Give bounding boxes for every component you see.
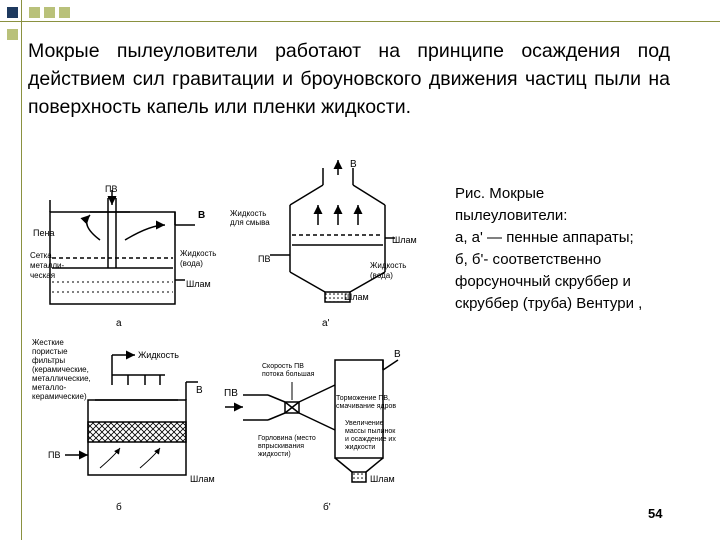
label-pv: ПВ — [224, 388, 238, 399]
corner-square-dark — [7, 7, 18, 18]
label-zhidkost-1: Жидкость — [180, 249, 216, 258]
diagram-b-labels: Жесткие пористые фильтры (керамические, … — [32, 338, 215, 513]
sublabel-b-prime: б' — [323, 501, 331, 513]
diagram-a — [49, 190, 195, 305]
label-gorlovina-1: Горловина (место — [258, 435, 316, 442]
diagram-b — [65, 350, 198, 476]
figure-caption: Рис. Мокрые пылеуловители: а, а' — пенны… — [455, 185, 643, 312]
label-shlam-bottom: Шлам — [344, 292, 369, 302]
diagram-a-prime-labels: В Жидкость для смыва Шлам ПВ Жидкость (в… — [230, 159, 417, 329]
label-uvelichenie-2: массы пылинок — [345, 428, 396, 435]
label-setka-2: металли- — [30, 261, 65, 270]
corner-square — [29, 7, 40, 18]
label-zhidkost-2: (вода) — [370, 271, 393, 280]
label-shlam: Шлам — [370, 474, 395, 484]
label-setka-3: ческая — [30, 271, 55, 280]
sublabel-a: а — [116, 318, 122, 329]
label-filters-3: фильтры — [32, 356, 65, 365]
label-shlam: Шлам — [186, 279, 211, 289]
label-v: В — [394, 349, 401, 360]
label-smyv-1: Жидкость — [230, 209, 266, 218]
label-zhidkost: Жидкость — [138, 350, 179, 360]
header-rule — [0, 21, 720, 22]
side-rule — [21, 0, 22, 540]
label-filters-1: Жесткие — [32, 338, 64, 347]
sublabel-b: б — [116, 501, 122, 513]
label-pv: ПВ — [48, 450, 60, 460]
label-v: В — [350, 159, 357, 170]
label-skorost-2: потока большая — [262, 370, 315, 378]
label-gorlovina-2: впрыскивания — [258, 443, 304, 450]
label-filters-7: керамические) — [32, 392, 87, 401]
label-tormozhenie-2: смачивание ядров — [336, 403, 396, 410]
label-setka-1: Сетка — [30, 251, 52, 260]
label-zhidkost-2: (вода) — [180, 259, 203, 268]
label-tormozhenie-1: Торможение ПВ, — [336, 395, 390, 402]
label-v: В — [196, 385, 203, 396]
diagram-a-labels: ПВ В Пена Сетка металли- ческая Жидкость… — [30, 184, 216, 329]
label-pv: ПВ — [105, 184, 117, 194]
label-shlam-top: Шлам — [392, 235, 417, 245]
label-v: В — [198, 210, 205, 221]
sublabel-a-prime: а' — [322, 318, 330, 329]
label-smyv-2: для смыва — [230, 218, 270, 227]
label-gorlovina-3: жидкости) — [258, 451, 291, 458]
page-number: 54 — [648, 506, 663, 521]
diagram-b-prime-labels: Скорость ПВ потока большая В ПВ Торможен… — [224, 349, 401, 513]
label-pena: Пена — [33, 228, 54, 238]
label-zhidkost-1: Жидкость — [370, 261, 406, 270]
diagram-a-prime — [270, 160, 395, 303]
label-uvelichenie-3: и осаждение их — [345, 436, 396, 443]
label-filters-4: (керамические, — [32, 365, 89, 374]
diagram-b-prime — [225, 359, 399, 483]
label-filters-6: металло- — [32, 383, 67, 392]
label-shlam: Шлам — [190, 474, 215, 484]
label-filters-5: металлические, — [32, 374, 91, 383]
label-filters-2: пористые — [32, 347, 68, 356]
corner-square — [44, 7, 55, 18]
label-pv: ПВ — [258, 254, 270, 264]
label-uvelichenie-1: Увеличение — [345, 420, 384, 427]
body-text: Мокрые пылеуловители работают на принцип… — [28, 40, 670, 118]
label-uvelichenie-4: жидкости — [345, 444, 375, 451]
corner-square — [59, 7, 70, 18]
label-skorost-1: Скорость ПВ — [262, 363, 304, 370]
corner-square — [7, 29, 18, 40]
